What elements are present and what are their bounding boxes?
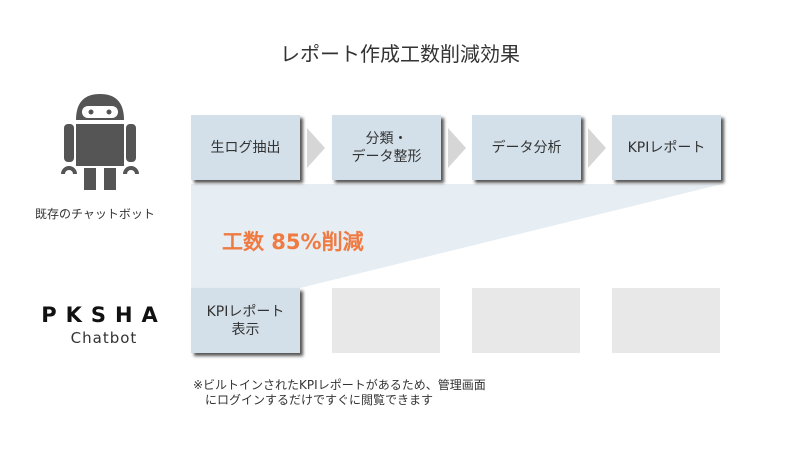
arrow-icon (588, 128, 606, 168)
arrow-icon (307, 128, 325, 168)
step-label: 生ログ抽出 (210, 139, 281, 156)
empty-step (612, 288, 720, 353)
reduction-text: 工数 85%削減 (222, 230, 364, 254)
empty-step (472, 288, 580, 353)
pksha-logo-text: PKSHA (41, 303, 167, 327)
step-analysis: データ分析 (472, 115, 581, 180)
existing-bot-label: 既存のチャットボット (35, 207, 155, 221)
step-raw-log: 生ログ抽出 (191, 115, 300, 180)
robot-icon (61, 94, 139, 190)
step-label: KPIレポート (627, 139, 706, 156)
step-classify: 分類・ データ整形 (332, 115, 441, 180)
footnote-line: にログインするだけですぐに閲覧できます (205, 393, 434, 407)
step-kpi-report: KPIレポート (612, 115, 721, 180)
step-label: KPIレポート 表示 (206, 303, 285, 338)
pksha-logo: PKSHA Chatbot (40, 303, 168, 347)
step-kpi-display: KPIレポート 表示 (191, 288, 300, 353)
footnote: ※ビルトインされたKPIレポートがあるため、管理画面 にログインするだけですぐに… (193, 378, 486, 408)
step-label: 分類・ データ整形 (351, 130, 422, 165)
empty-step (332, 288, 440, 353)
arrow-icon (448, 128, 466, 168)
footnote-line: ※ビルトインされたKPIレポートがあるため、管理画面 (193, 378, 486, 392)
page-title: レポート作成工数削減効果 (280, 42, 520, 66)
step-label: データ分析 (491, 139, 562, 156)
pksha-subtitle: Chatbot (70, 329, 138, 347)
